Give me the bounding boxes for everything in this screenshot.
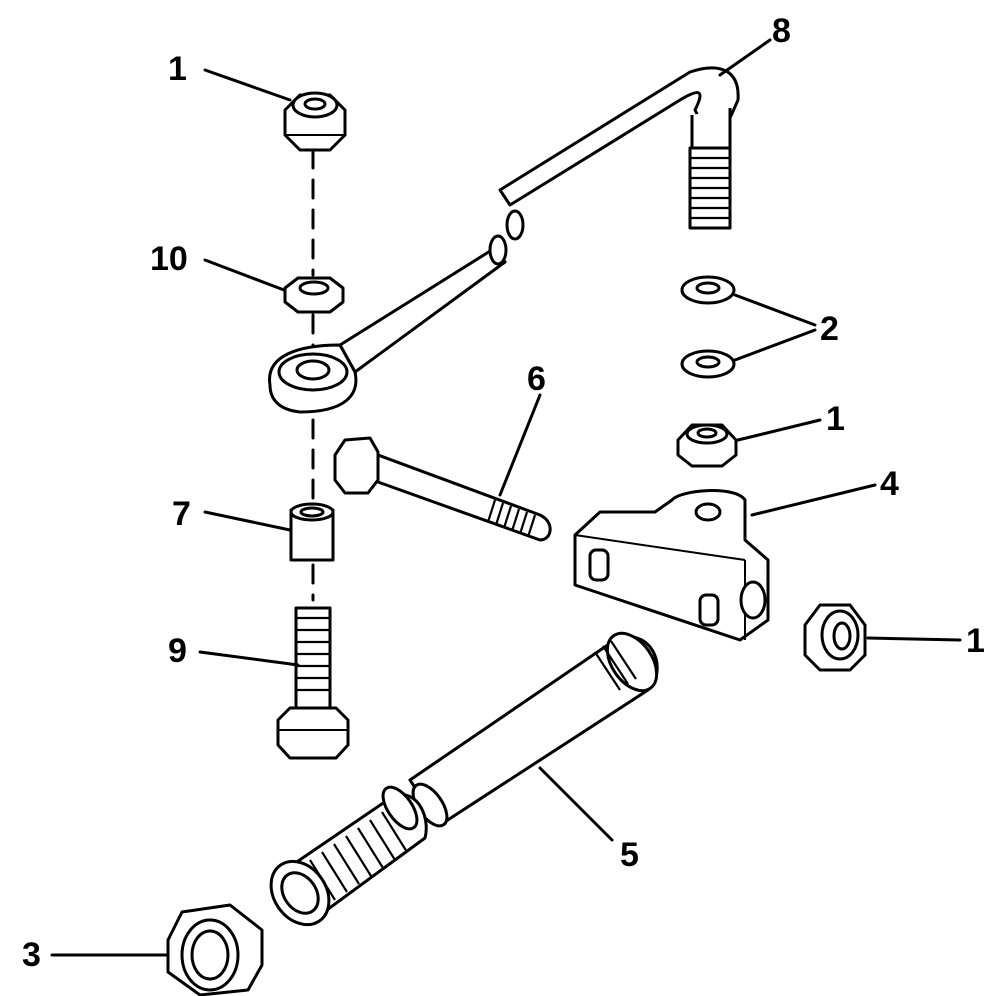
callout-8: 8 — [772, 12, 791, 50]
locknut-top-left — [283, 91, 347, 152]
jam-nut-part-3 — [166, 903, 264, 996]
bracket-part-4 — [573, 489, 770, 642]
washers-part-2 — [680, 275, 736, 379]
callout-10: 10 — [150, 240, 188, 278]
callout-5: 5 — [620, 836, 639, 874]
callout-1-right-lower: 1 — [966, 622, 985, 660]
callout-7: 7 — [172, 495, 191, 533]
callout-9: 9 — [168, 632, 187, 670]
callout-labels: 1 8 10 2 6 1 4 7 1 9 5 3 — [22, 12, 985, 974]
bolt-part-6 — [333, 436, 552, 542]
callout-2: 2 — [820, 310, 839, 348]
callout-1-right-middle: 1 — [826, 400, 845, 438]
locknut-right-middle — [676, 423, 738, 468]
link-rod-part — [268, 66, 740, 414]
nut-part-10 — [283, 276, 345, 314]
threaded-tube-part-5 — [269, 631, 659, 927]
callout-1-top-left: 1 — [168, 50, 187, 88]
callout-3: 3 — [22, 936, 41, 974]
callout-4: 4 — [880, 465, 899, 503]
spacer-part-7 — [289, 502, 335, 562]
callout-6: 6 — [527, 360, 546, 398]
screw-part-9 — [276, 606, 350, 760]
leader-lines — [50, 38, 962, 957]
locknut-right-lower — [803, 603, 867, 672]
